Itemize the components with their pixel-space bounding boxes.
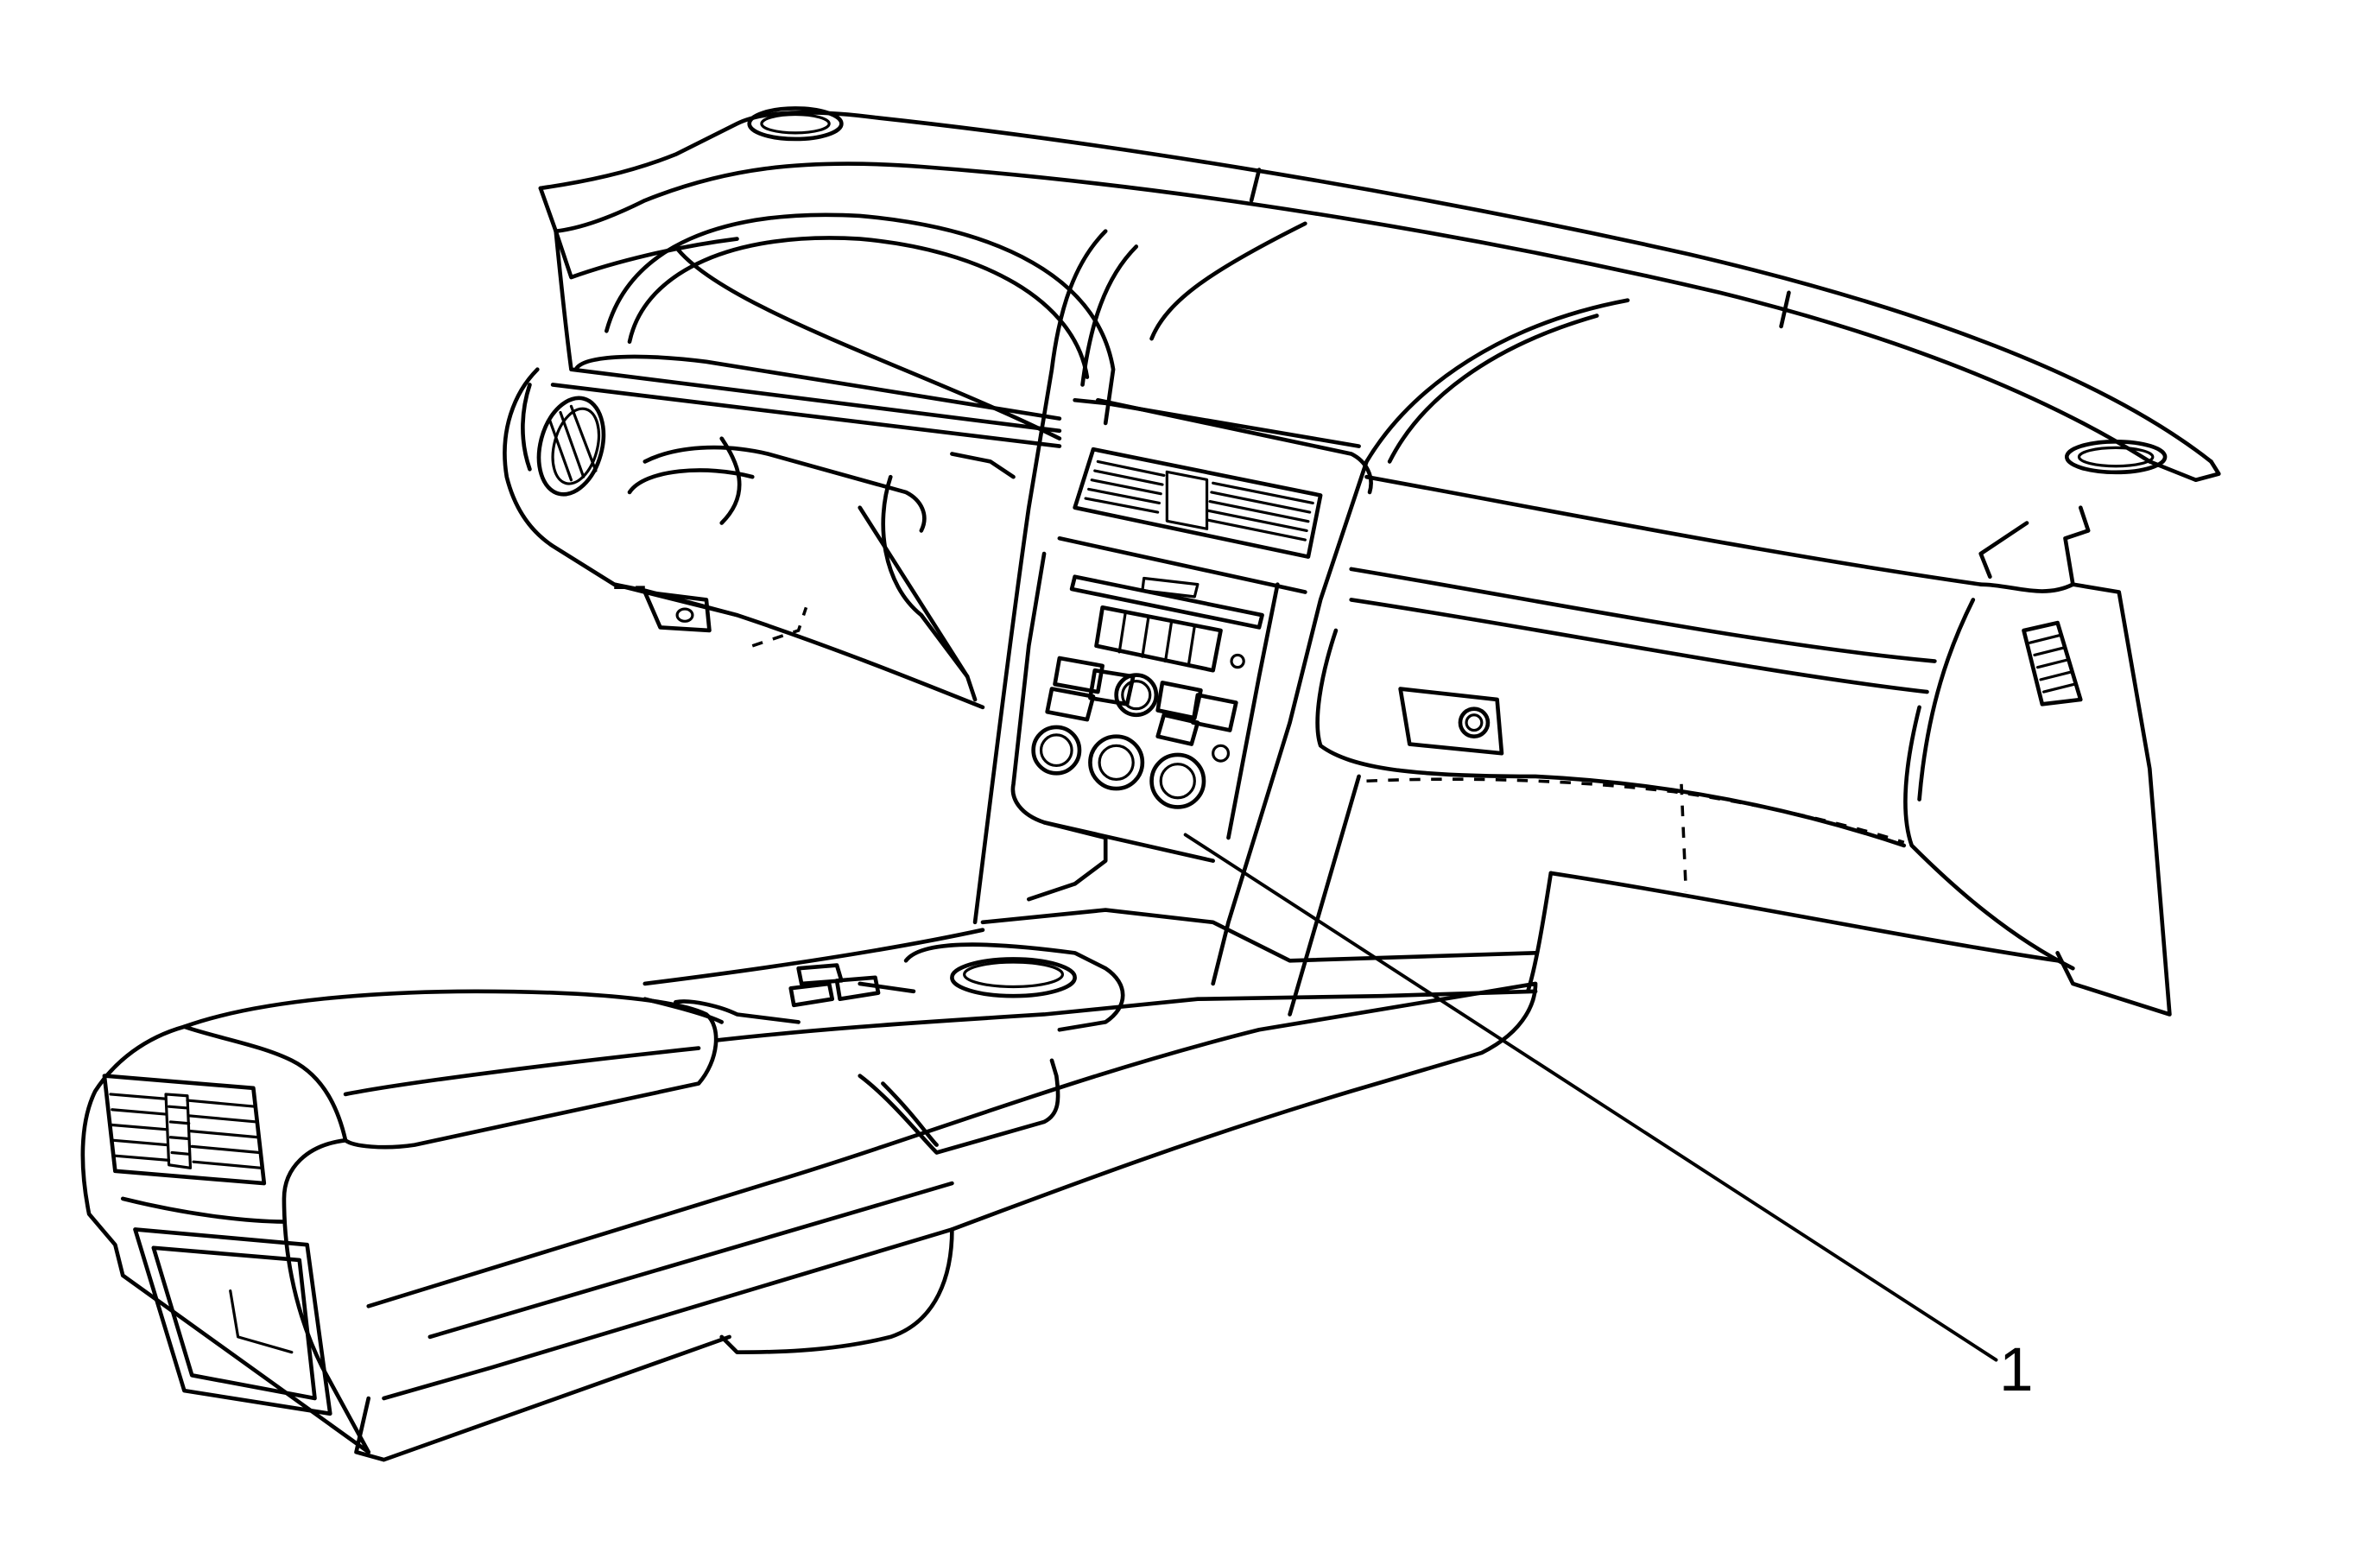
left-side-vent-icon [536, 396, 606, 497]
center-air-vent [1073, 447, 1323, 559]
steering-column-area [627, 436, 1016, 702]
center-stack-bezel [972, 221, 1373, 925]
rear-air-vent [102, 1074, 267, 1186]
glove-box-lock-icon [1398, 687, 1504, 756]
leader-line-icon [1183, 833, 1998, 1362]
callout-number: 1 [1999, 1336, 2034, 1404]
armrest-lid [182, 989, 801, 1150]
cup-holder-cutout [858, 1058, 1060, 1155]
shifter-area [858, 942, 1125, 1032]
defrost-vent-left-icon [747, 106, 844, 142]
passenger-dash-panel [1211, 298, 2075, 986]
climate-control-knobs [1031, 725, 1231, 809]
rear-storage-pocket [133, 1227, 332, 1416]
radio-control-buttons [1045, 656, 1238, 746]
right-side-vent-icon [2022, 620, 2083, 706]
callout-1: 1 [1183, 833, 2034, 1404]
knee-bolster-screw-icon [642, 590, 712, 633]
radio-preset-buttons [1094, 605, 1245, 673]
defrost-vent-right-icon [2064, 439, 2168, 475]
console-switches [788, 963, 881, 1008]
radio-cd-slot [1069, 574, 1264, 630]
right-dash-end [1917, 505, 2172, 1017]
dash-top-pad [538, 110, 2221, 483]
volume-knob-icon [1114, 673, 1159, 718]
instrument-cluster-hood [550, 212, 1116, 448]
